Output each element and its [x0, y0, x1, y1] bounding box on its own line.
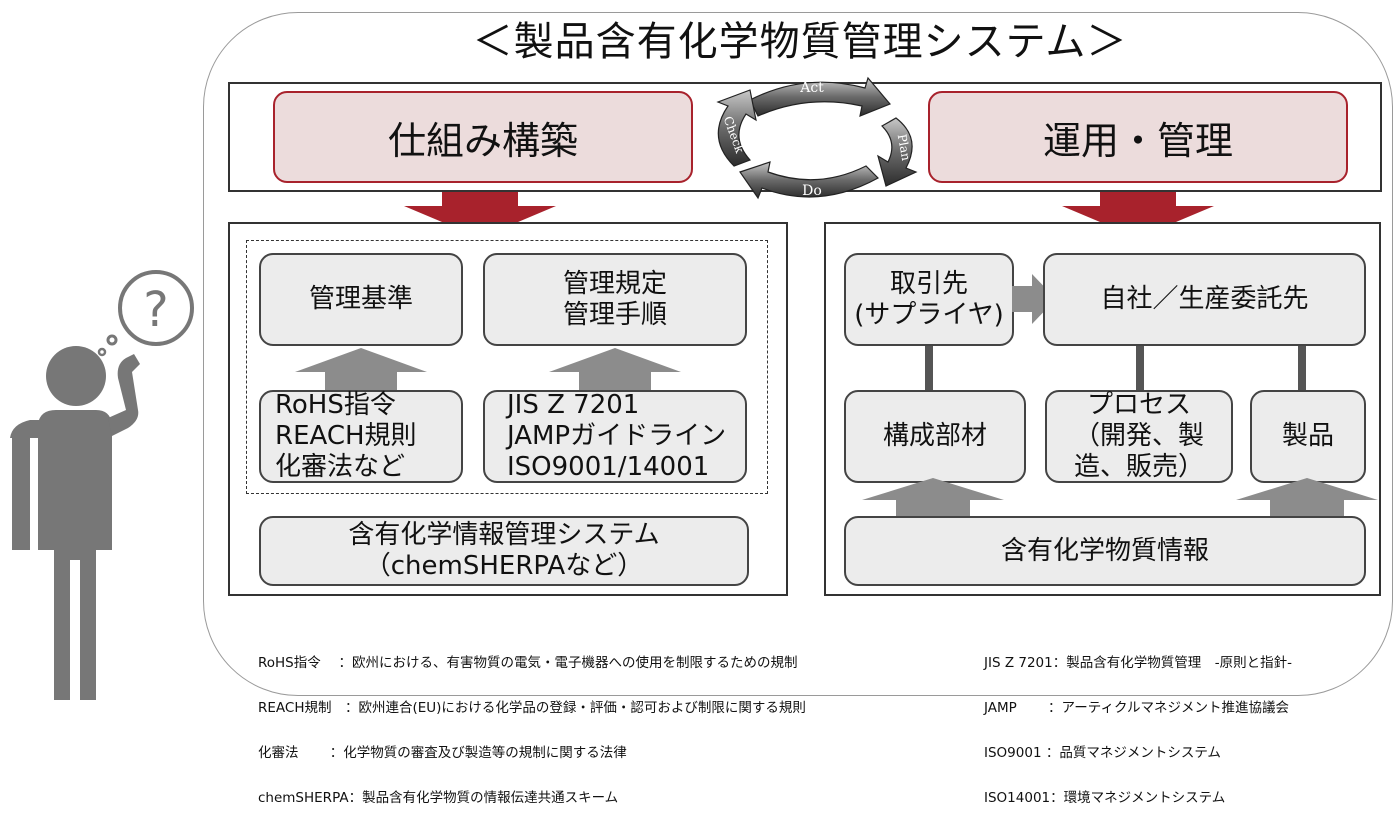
connector-line [1298, 346, 1306, 390]
standards-group [246, 240, 768, 494]
substance-info-label: 含有化学物質情報 [1000, 535, 1209, 566]
pdca-do-label: Do [802, 183, 822, 199]
up-arrow-left-1 [295, 348, 427, 392]
operation-management-box: 運用・管理 [928, 91, 1348, 183]
regulations-line3: 化審法など [275, 452, 406, 482]
company-box: 自社／生産委託先 [1043, 253, 1366, 346]
left-red-arrow [404, 192, 556, 238]
info-system-box: 含有化学情報管理システム （chemSHERPAなど） [259, 516, 749, 586]
standards-line2: JAMPガイドライン [507, 421, 727, 451]
materials-label: 構成部材 [882, 421, 987, 451]
product-box: 製品 [1250, 390, 1366, 483]
up-arrow-left-2 [549, 348, 681, 392]
do-segment: Do [739, 161, 879, 200]
legend-right-line: JIS Z 7201：製品含有化学物質管理 -原則と指針- [984, 655, 1292, 671]
legend-left-line: 化審法 ：化学物質の審査及び製造等の規制に関する法律 [258, 745, 627, 761]
mechanism-building-label: 仕組み構築 [387, 118, 578, 163]
supplier-line1: 取引先 [889, 268, 968, 299]
question-mark: ? [143, 282, 168, 338]
supplier-to-company-arrow [1012, 274, 1056, 324]
plan-segment: Plan [877, 117, 918, 187]
thinking-person-icon: ? [10, 270, 194, 700]
process-line3: 造、販売） [1073, 452, 1204, 482]
legend-right: JIS Z 7201：製品含有化学物質管理 -原則と指針- JAMP ：アーティ… [984, 626, 1384, 821]
up-arrow-right-2 [1236, 478, 1378, 520]
pdca-plan-label: Plan [895, 133, 913, 162]
management-rules-line1: 管理規定 [562, 268, 667, 299]
info-system-line2: （chemSHERPAなど） [364, 551, 644, 581]
connector-line [1136, 346, 1144, 390]
supplier-line2: (サプライヤ) [854, 299, 1004, 330]
product-label: 製品 [1281, 421, 1334, 451]
legend-right-line: ISO9001 ：品質マネジメントシステム [984, 745, 1221, 761]
management-rules-box: 管理規定 管理手順 [483, 253, 747, 346]
process-line1: プロセス [1086, 390, 1191, 420]
legend-left-line: chemSHERPA：製品含有化学物質の情報伝達共通スキーム [258, 790, 619, 806]
act-segment: Act [749, 76, 891, 117]
process-line2: （開発、製 [1073, 421, 1204, 451]
management-rules-line2: 管理手順 [562, 299, 667, 330]
standards-line3: ISO9001/14001 [507, 452, 710, 482]
pdca-cycle: Act Plan Do Check [716, 76, 918, 200]
legend-right-line: JAMP ：アーティクルマネジメント推進協議会 [984, 700, 1290, 716]
regulations-line1: RoHS指令 [275, 390, 396, 420]
info-system-line1: 含有化学情報管理システム [348, 520, 660, 550]
standards-line1: JIS Z 7201 [507, 390, 640, 420]
right-red-arrow [1062, 192, 1214, 238]
process-box: プロセス （開発、製 造、販売） [1045, 390, 1233, 483]
up-arrow-right-1 [862, 478, 1004, 520]
legend-left: RoHS指令 ：欧州における、有害物質の電気・電子機器への使用を制限するための規… [258, 626, 818, 821]
standards-box: JIS Z 7201 JAMPガイドライン ISO9001/14001 [483, 390, 747, 483]
legend-left-line: REACH規制 ：欧州連合(EU)における化学品の登録・評価・認可および制限に関… [258, 700, 806, 716]
materials-box: 構成部材 [844, 390, 1026, 483]
pdca-act-label: Act [799, 80, 824, 96]
regulations-box: RoHS指令 REACH規則 化審法など [259, 390, 463, 483]
supplier-box: 取引先 (サプライヤ) [844, 253, 1014, 346]
mechanism-building-box: 仕組み構築 [273, 91, 693, 183]
legend-right-line: ISO14001：環境マネジメントシステム [984, 790, 1226, 806]
management-criteria-box: 管理基準 [259, 253, 463, 346]
thought-bubble: ? [97, 270, 194, 357]
diagram-title: ＜製品含有化学物質管理システム＞ [472, 19, 1128, 65]
legend-left-line: RoHS指令 ：欧州における、有害物質の電気・電子機器への使用を制限するための規… [258, 655, 798, 671]
operation-management-label: 運用・管理 [1042, 118, 1233, 163]
substance-info-box: 含有化学物質情報 [844, 516, 1366, 586]
connector-line [925, 346, 933, 390]
company-label: 自社／生産委託先 [1100, 284, 1309, 314]
check-segment: Check [716, 89, 757, 167]
regulations-line2: REACH規則 [275, 421, 417, 451]
management-criteria-label: 管理基準 [308, 284, 413, 314]
